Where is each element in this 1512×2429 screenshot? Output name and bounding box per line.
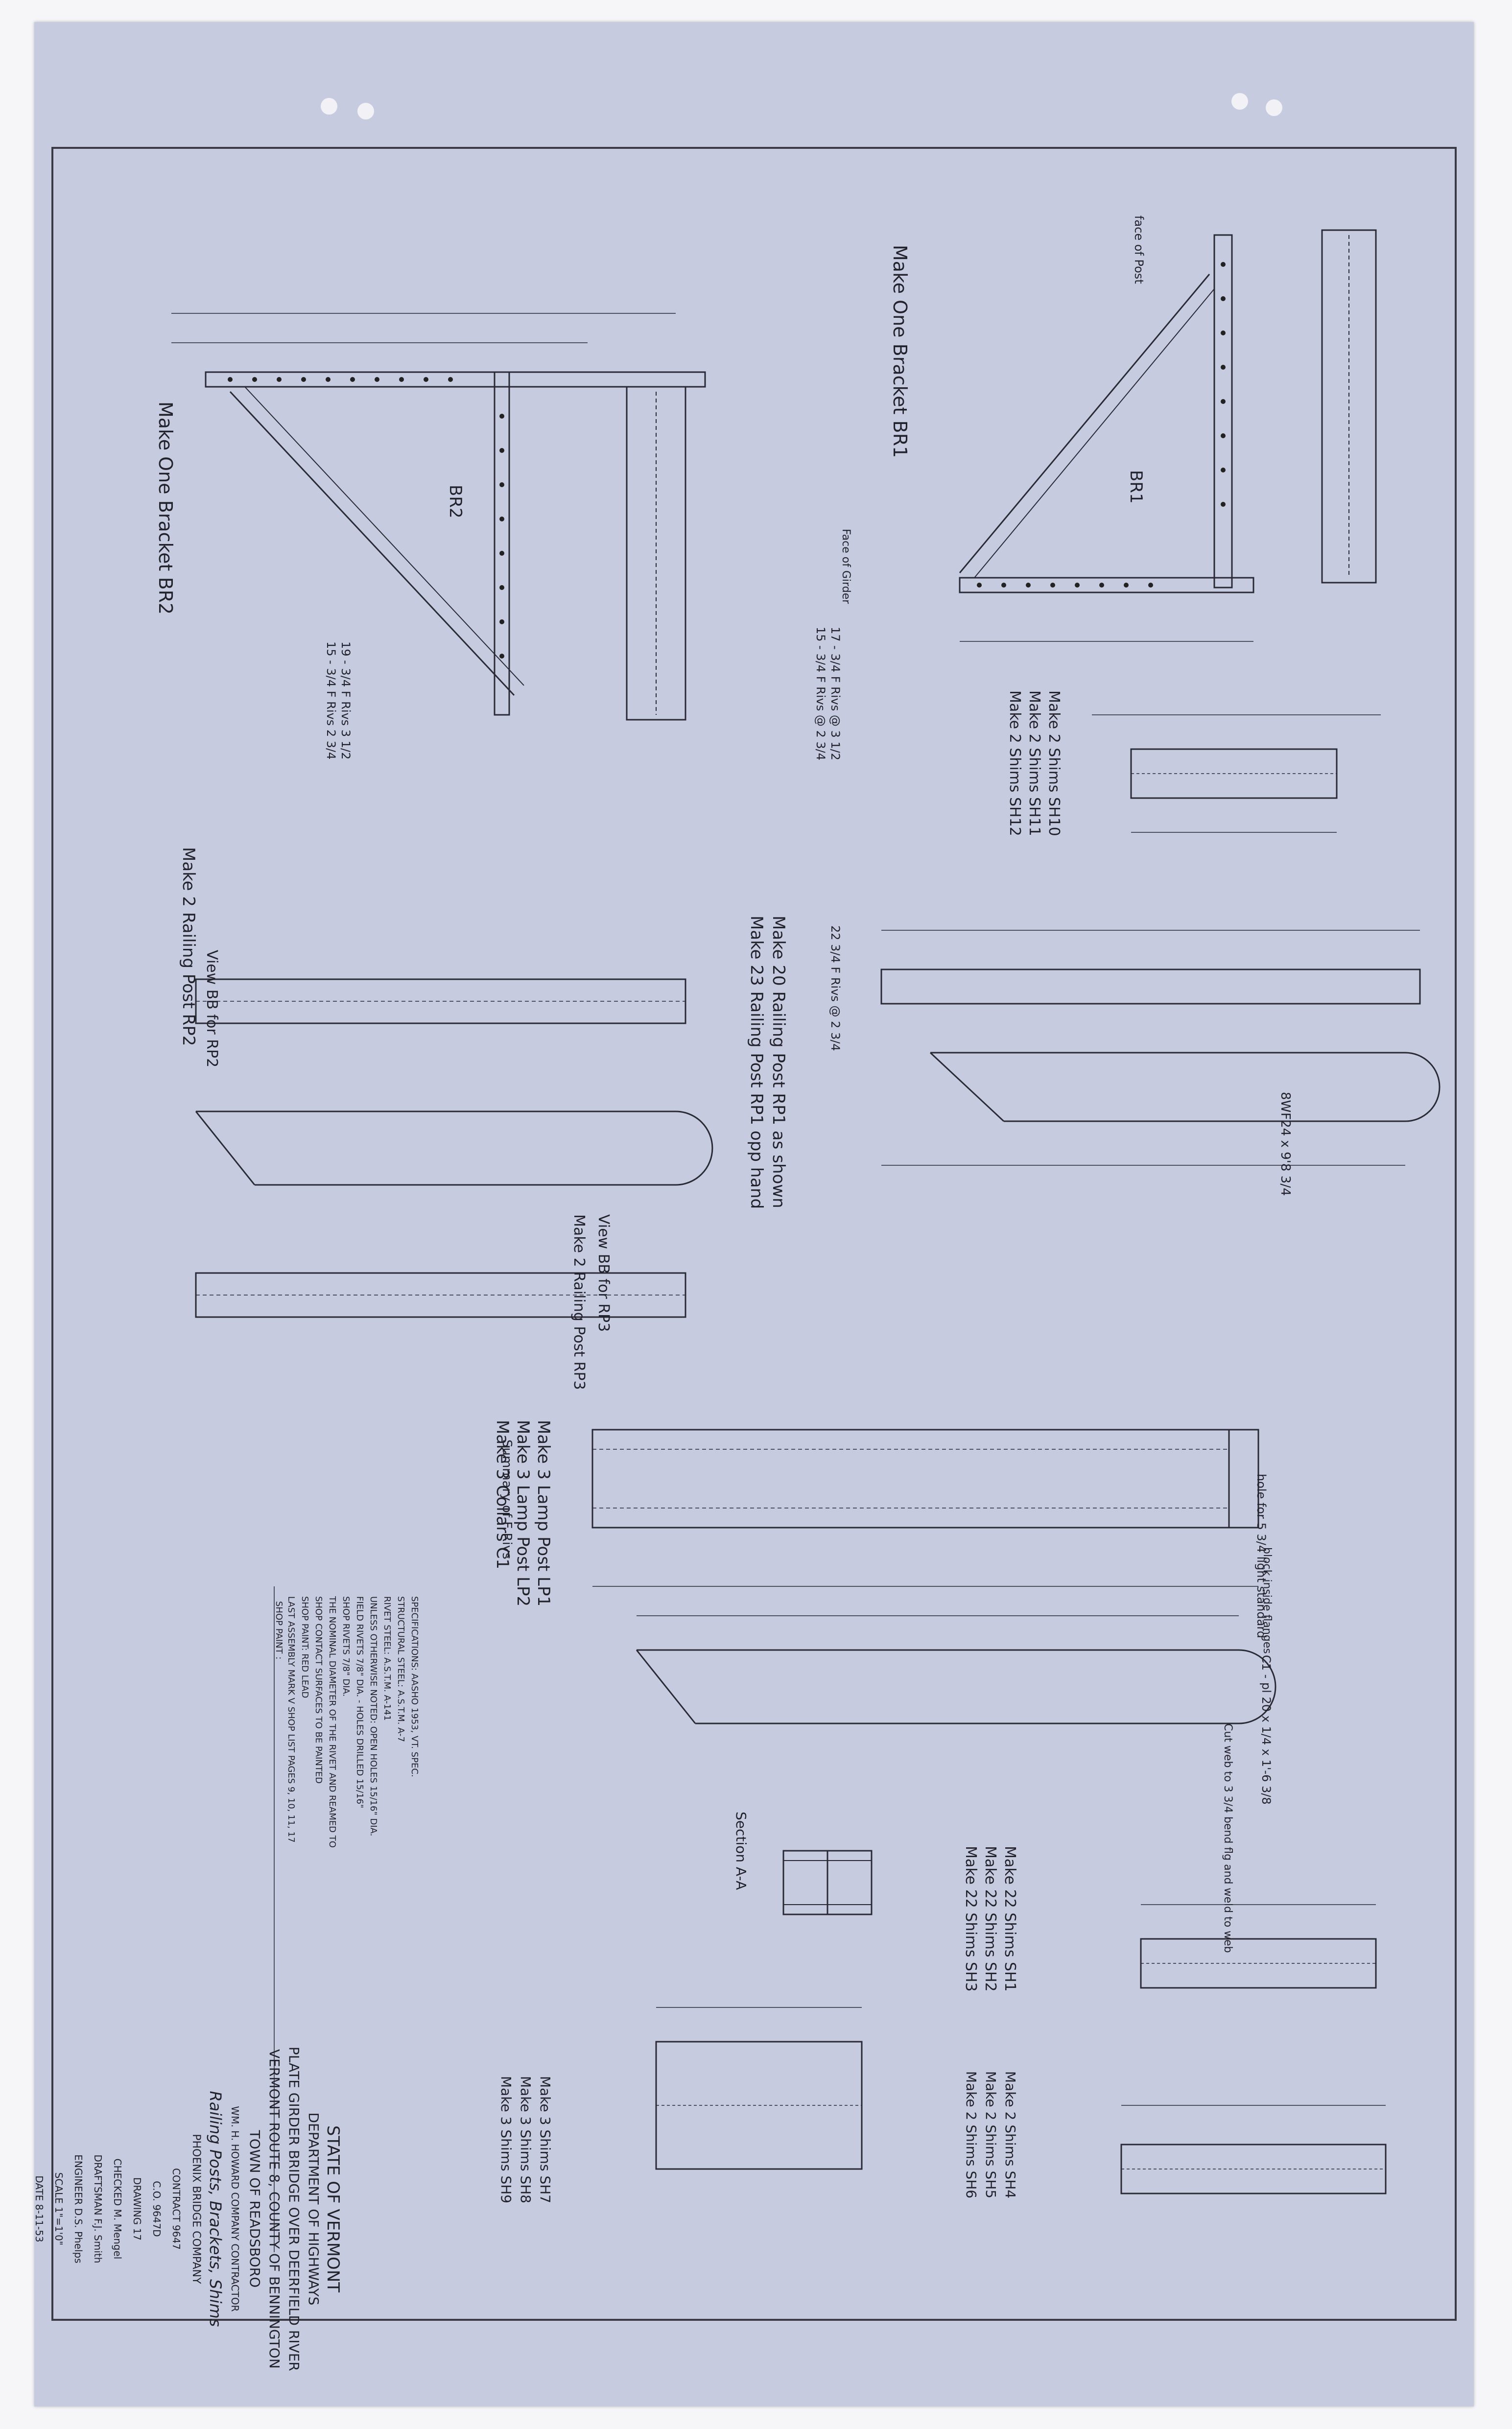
railing-post-rp2 (195, 978, 713, 1318)
title-drawing: DRAWING 17 (131, 2177, 143, 2240)
punch-hole (1266, 99, 1282, 116)
view-title: Make 20 Railing Post RP1 as shown (769, 916, 788, 1208)
title-department: DEPARTMENT OF HIGHWAYS (306, 2112, 322, 2306)
title-town: TOWN OF READSBORO (247, 2130, 263, 2288)
view-title: View BB for RP2 (203, 950, 220, 1068)
view-title: Make 3 Shims SH9 (498, 2076, 514, 2204)
shims-sh1-3 (1140, 1904, 1377, 1989)
section-a-a (782, 1850, 873, 1915)
spec-line: SHOP RIVETS 7/8" DIA. (341, 1596, 351, 1697)
view-title: Make 3 Shims SH7 (537, 2076, 553, 2204)
dimension-note: face of Post (1132, 215, 1146, 284)
rivet-note: 19 - 3/4 F Rivs 3 1/2 (339, 641, 353, 760)
view-title: Make 23 Railing Post RP1 opp hand (747, 916, 766, 1209)
punch-hole (321, 98, 337, 115)
bracket-br2 (171, 313, 706, 721)
title-company: PHOENIX BRIDGE COMPANY (190, 2134, 202, 2284)
punch-hole (357, 103, 374, 119)
punch-hole (1231, 93, 1248, 110)
shims-sh10-12 (1092, 714, 1381, 833)
dimension-note: block inside flanges (1261, 1547, 1273, 1654)
view-title: Make One Bracket BR1 (889, 245, 911, 458)
spec-line: SHOP PAINT: RED LEAD (300, 1596, 310, 1698)
view-title: Make 2 Shims SH12 (1006, 690, 1023, 836)
view-title: Make One Bracket BR2 (155, 401, 176, 615)
dimension-note: Face of Girder (840, 529, 852, 604)
spec-line: LAST ASSEMBLY MARK V SHOP LIST PAGES 9, … (286, 1596, 296, 1843)
dimension-note: 8WF24 x 9'8 3/4 (1278, 1092, 1293, 1196)
view-title: Make 22 Shims SH1 (1001, 1846, 1018, 1992)
spec-line: FIELD RIVETS 7/8" DIA. - HOLES DRILLED 1… (354, 1596, 365, 1809)
rivet-note: 17 - 3/4 F Rivs @ 3 1/2 (828, 627, 842, 760)
railing-post-rp1 (880, 930, 1441, 1166)
title-checked: CHECKED M. Mengel (112, 2158, 123, 2260)
spec-line: UNLESS OTHERWISE NOTED: OPEN HOLES 15/16… (368, 1596, 378, 1837)
view-title: View BB for RP3 (595, 1214, 612, 1332)
view-title: Make 22 Shims SH3 (962, 1846, 979, 1992)
drawing-border (51, 147, 1457, 2321)
view-title: Make 2 Shims SH10 (1045, 690, 1063, 836)
view-title: Make 2 Shims SH6 (963, 2071, 979, 2199)
view-title: Make 3 Collars C1 (493, 1420, 512, 1569)
title-co: C.O. 9647D (151, 2181, 163, 2237)
view-title: Make 3 Shims SH8 (518, 2076, 534, 2204)
title-contract: CONTRACT 9647 (170, 2168, 182, 2250)
title-contractor: WM. H. HOWARD COMPANY CONTRACTOR (229, 2106, 241, 2312)
view-title: Make 22 Shims SH2 (982, 1846, 999, 1992)
view-title: Make 3 Lamp Post LP2 (513, 1420, 533, 1607)
dimension-note: C1 - pl 20 x 1/4 x 1'-6 3/8 (1259, 1655, 1273, 1805)
view-title: Make 2 Railing Post RP3 (570, 1214, 588, 1390)
rivet-note: 22 3/4 F Rivs @ 2 3/4 (828, 925, 842, 1051)
view-title: Make 3 Lamp Post LP1 (534, 1420, 553, 1607)
title-bridge: PLATE GIRDER BRIDGE OVER DEERFIELD RIVER (286, 2047, 302, 2371)
spec-line: STRUCTURAL STEEL: A.S.T.M. A-7 (396, 1596, 406, 1742)
title-block: STATE OF VERMONT DEPARTMENT OF HIGHWAYS … (29, 2047, 343, 2371)
title-draftsman: DRAFTSMAN F.J. Smith (92, 2154, 104, 2264)
view-title: Make 2 Railing Post RP2 (179, 847, 198, 1046)
spec-line: RIVET STEEL: A.S.T.M. A-141 (382, 1596, 392, 1721)
shims-sh7-9 (655, 2007, 863, 2170)
spec-line: THE NOMINAL DIAMETER OF THE RIVET AND RE… (327, 1596, 337, 1848)
dimension-note: Cut web to 3 3/4 bend flg and weld to we… (1222, 1723, 1234, 1953)
mark-label: BR2 (446, 485, 465, 519)
rivet-note: 15 - 3/4 F Rivs 2 3/4 (324, 641, 338, 760)
bracket-br1 (959, 229, 1377, 642)
title-route: VERMONT ROUTE 8, COUNTY OF BENNINGTON (266, 2049, 283, 2369)
rivet-note: 15 - 3/4 F Rivs @ 2 3/4 (814, 627, 827, 760)
view-title: Make 2 Shims SH11 (1026, 690, 1043, 836)
specifications: SPECIFICATIONS: AASHO 1953, VT. SPEC. ST… (284, 1596, 421, 1848)
mark-label: BR1 (1126, 470, 1146, 504)
shims-sh4-6 (1120, 2105, 1387, 2194)
lamp-post-lp1 (591, 1429, 1276, 1724)
spec-line: SHOP CONTACT SURFACES TO BE PAINTED (313, 1596, 324, 1784)
shop-paint-label: SHOP PAINT : (274, 1601, 284, 1660)
title-date: DATE 8-11-53 (33, 2175, 45, 2242)
view-title: Make 2 Shims SH5 (983, 2071, 999, 2199)
view-title: Section A-A (733, 1812, 749, 1890)
title-engineer: ENGINEER D.S. Phelps (72, 2154, 84, 2264)
title-subject: Railing Posts, Brackets, Shims (206, 2091, 225, 2327)
spec-line: SPECIFICATIONS: AASHO 1953, VT. SPEC. (409, 1596, 420, 1777)
title-scale: SCALE 1"=1'0" (53, 2172, 65, 2246)
view-title: Make 2 Shims SH4 (1002, 2071, 1018, 2199)
title-state: STATE OF VERMONT (323, 2125, 343, 2293)
